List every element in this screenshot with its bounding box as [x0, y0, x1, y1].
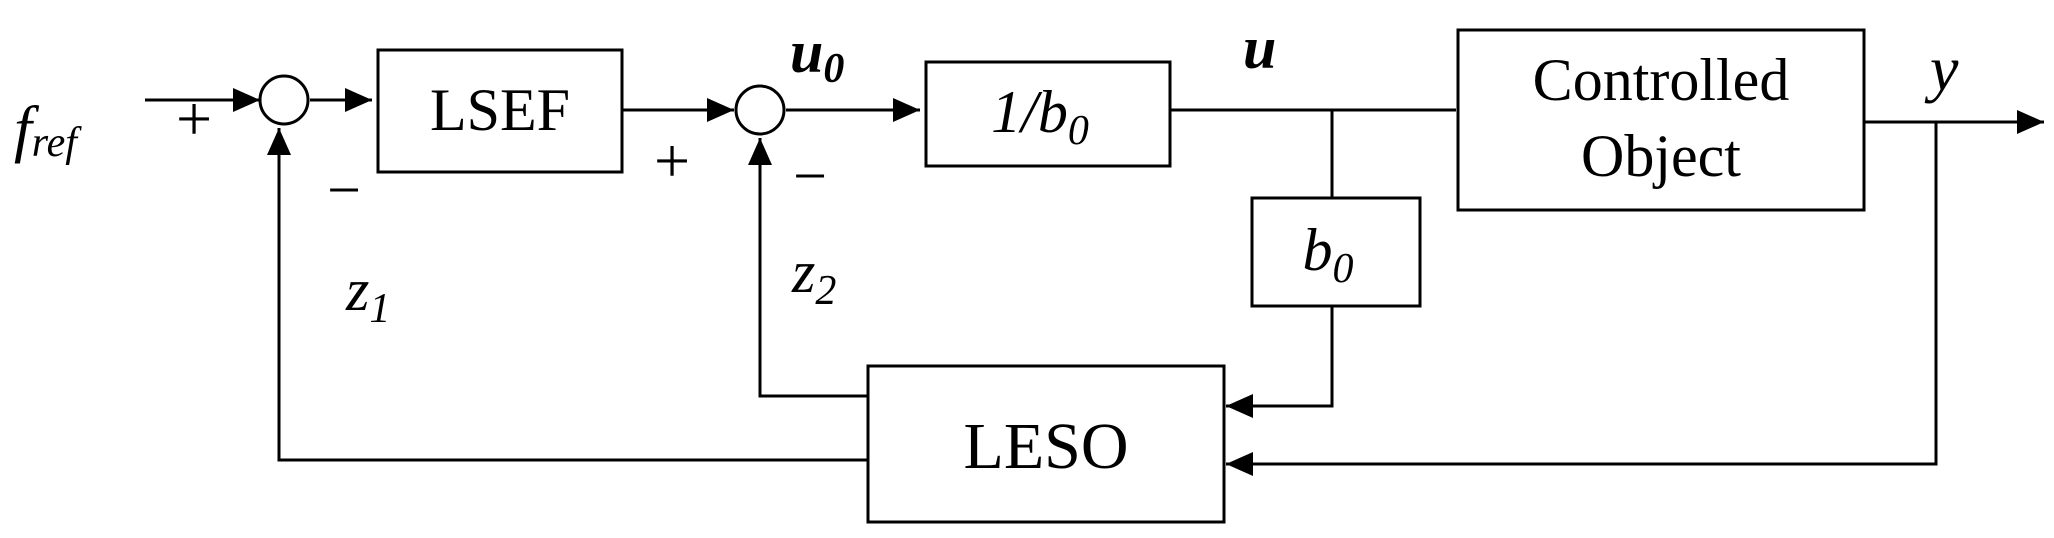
svg-text:u0: u0: [790, 19, 844, 92]
svg-text:fref: fref: [14, 93, 82, 166]
wire-z1-feedback: [267, 128, 868, 462]
svg-text:1/b0: 1/b0: [991, 79, 1089, 154]
leso-block: LESO: [866, 364, 1226, 524]
controlled-object-label-line2: Object: [1581, 123, 1741, 189]
summing-junction-1: [258, 74, 310, 126]
b0-subscript: 0: [1333, 246, 1354, 292]
summing-junction-2: [734, 84, 786, 136]
leso-label: LESO: [964, 410, 1129, 483]
inverse-b0-label: 1/b: [991, 79, 1068, 145]
u-label: u: [1243, 15, 1276, 81]
b0-block: b0: [1250, 196, 1422, 308]
svg-text:z1: z1: [345, 257, 390, 332]
fref-subscript: ref: [32, 120, 82, 166]
leso-box: [866, 364, 1226, 524]
b0-label: b: [1303, 217, 1333, 283]
sum2-minus-sign: −: [793, 143, 827, 209]
z1-label: z: [345, 257, 369, 323]
u0-subscript: 0: [823, 46, 844, 92]
u0-label: u: [790, 19, 823, 85]
controlled-object-label-line1: Controlled: [1533, 47, 1790, 113]
wire-y-feedback-to-leso: [1226, 122, 1938, 476]
z2-subscript: 2: [815, 268, 836, 314]
sum2-plus-sign: +: [654, 125, 690, 196]
inverse-b0-subscript: 0: [1068, 108, 1089, 154]
inverse-b0-block: 1/b0: [924, 60, 1172, 168]
sum1-plus-sign: +: [176, 83, 212, 154]
y-label: y: [1924, 33, 1959, 104]
svg-text:b0: b0: [1303, 217, 1354, 292]
svg-text:z2: z2: [791, 239, 836, 314]
wire-b0-to-leso: [1226, 306, 1334, 418]
z2-label: z: [791, 239, 815, 305]
controlled-object-block: Controlled Object: [1456, 28, 1866, 212]
wire-z2-feedback: [748, 138, 868, 398]
z1-subscript: 1: [369, 286, 390, 332]
sum1-minus-sign: −: [327, 157, 361, 223]
lsef-label: LSEF: [430, 77, 570, 143]
lsef-block: LSEF: [376, 48, 624, 174]
